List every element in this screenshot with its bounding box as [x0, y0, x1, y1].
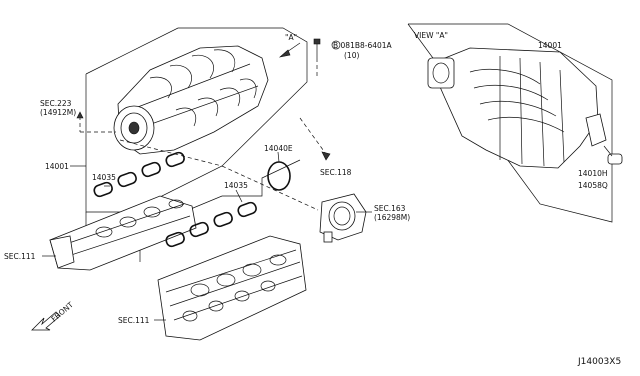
part-14035-b: 14035 [224, 181, 248, 190]
sec-163-label: SEC.163 [374, 204, 406, 213]
sec-163-sub: (16298M) [374, 213, 410, 222]
intake-manifold-right [427, 47, 623, 169]
gasket-set-left [93, 151, 185, 198]
sec-118-label: SEC.118 [320, 168, 352, 177]
view-a-box [407, 23, 613, 223]
part-14001-right: 14001 [538, 41, 562, 50]
part-14035-a: 14035 [92, 173, 116, 182]
bolt-callout: B 081B8-6401A [333, 41, 393, 50]
gasket-14040e [267, 161, 291, 191]
cylinder-head-bottom [157, 235, 307, 341]
leader-lines [42, 42, 372, 321]
gasket-set-right [165, 201, 257, 248]
sec-223-sub: (14912M) [40, 108, 76, 117]
part-14040e: 14040E [264, 144, 293, 153]
part-14001-left: 14001 [45, 162, 69, 171]
arrow-label: "A" [285, 33, 297, 42]
cylinder-head-left [49, 195, 197, 271]
sec-223-label: SEC.223 [40, 99, 72, 108]
intake-manifold-left [113, 45, 269, 155]
sec-111-left: SEC.111 [4, 252, 36, 261]
sec-111-bottom: SEC.111 [118, 316, 150, 325]
view-label: VIEW "A" [414, 31, 448, 40]
diagram-id: J14003X5 [577, 357, 621, 367]
bolt-icon [313, 38, 341, 76]
throttle-body [319, 193, 367, 243]
front-label: FRONT [50, 300, 76, 324]
bolt-qty: (10) [344, 51, 359, 60]
part-14010h: 14010H [578, 169, 608, 178]
front-arrow-icon [31, 311, 61, 331]
part-14058q: 14058Q [578, 181, 608, 190]
